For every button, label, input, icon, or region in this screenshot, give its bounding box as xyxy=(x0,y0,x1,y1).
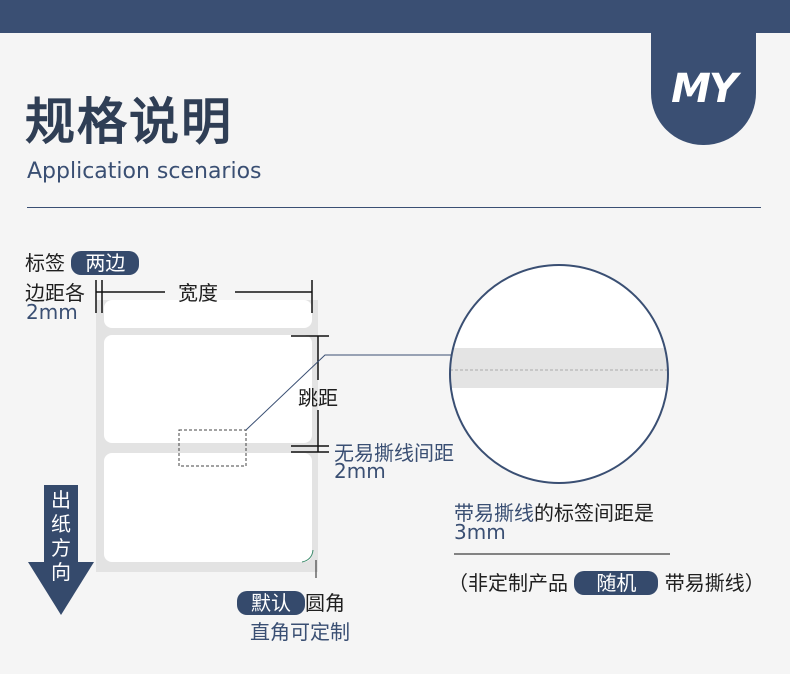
corner-mark xyxy=(301,549,314,563)
no-perf-label: 无易撕线间距 xyxy=(334,441,454,465)
arrow-down-icon xyxy=(28,562,94,615)
brand-logo: MY xyxy=(651,33,756,145)
width-label: 宽度 xyxy=(178,281,218,305)
margin-value: 2mm xyxy=(26,300,78,324)
zoom-leader xyxy=(245,354,452,431)
margin-annotation: 标签 两边 xyxy=(25,247,140,276)
page-subtitle: Application scenarios xyxy=(27,159,262,184)
logo-text: MY xyxy=(671,66,738,112)
corner-annotation: 默认圆角 xyxy=(237,587,345,616)
corner-custom: 直角可定制 xyxy=(250,620,350,644)
label-bottom xyxy=(104,453,312,562)
margin-prefix: 标签 xyxy=(25,251,65,275)
direction-char: 纸 xyxy=(51,512,71,536)
perf-highlight: 带易撕线 xyxy=(454,501,534,525)
perf-value: 3mm xyxy=(454,520,506,544)
direction-char: 出 xyxy=(51,488,71,512)
corner-label: 圆角 xyxy=(305,591,345,615)
width-dimension xyxy=(95,280,313,313)
perf-rest: 的标签间距是 xyxy=(534,501,654,525)
margin-line2: 边距各 xyxy=(25,281,85,305)
arrow-shaft xyxy=(44,485,78,565)
note-suffix: 带易撕线） xyxy=(664,571,765,595)
perf-annotation: 带易撕线的标签间距是 xyxy=(454,497,654,526)
pitch-dimension xyxy=(291,335,329,453)
divider xyxy=(27,207,761,208)
label-top xyxy=(104,300,312,328)
direction-label: 出 纸 方 向 xyxy=(47,488,75,584)
no-perf-value: 2mm xyxy=(334,459,386,483)
page-title: 规格说明 xyxy=(25,93,233,151)
direction-char: 方 xyxy=(51,536,71,560)
note: （非定制产品 随机 带易撕线） xyxy=(448,567,765,596)
note-badge: 随机 xyxy=(574,571,659,595)
margin-badge: 两边 xyxy=(71,251,140,275)
direction-char: 向 xyxy=(51,560,71,584)
top-bar xyxy=(0,0,790,33)
pitch-label: 跳距 xyxy=(298,386,338,410)
note-prefix: （非定制产品 xyxy=(448,571,568,595)
corner-badge: 默认 xyxy=(237,591,305,615)
zoom-region xyxy=(178,429,247,467)
perforation-strip xyxy=(450,348,668,388)
label-middle xyxy=(104,335,312,443)
